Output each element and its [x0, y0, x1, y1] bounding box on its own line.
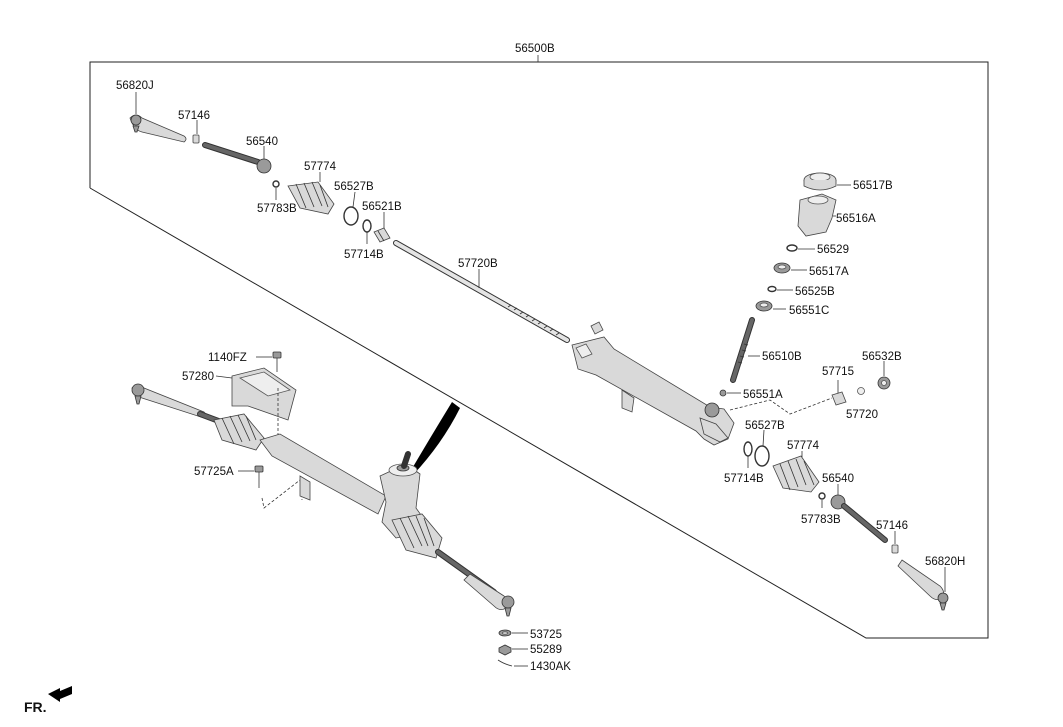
label-57146-bot: 57146 [876, 520, 908, 532]
part-steering-gear-assembly[interactable] [131, 383, 515, 617]
label-57725A: 57725A [194, 466, 234, 478]
label-56527B-top: 56527B [334, 181, 374, 193]
part-57715[interactable]: 57715 [822, 366, 854, 406]
label-56532B: 56532B [862, 351, 902, 363]
part-57146-bot[interactable]: 57146 [876, 520, 908, 554]
part-56540-top[interactable]: 56540 [202, 136, 278, 174]
label-57146-top: 57146 [178, 110, 210, 122]
label-56521B: 56521B [362, 201, 402, 213]
part-55289[interactable]: 55289 [498, 644, 562, 656]
yoke-leader [729, 397, 833, 415]
label-56517B: 56517B [853, 180, 893, 192]
label-57720B: 57720B [458, 258, 498, 270]
direction-label: FR. [24, 699, 47, 715]
label-56525B: 56525B [795, 286, 835, 298]
part-57720[interactable]: 57720 [846, 387, 878, 422]
part-56532B[interactable]: 56532B [862, 351, 902, 390]
label-1140FZ: 1140FZ [208, 352, 247, 364]
label-57720: 57720 [846, 409, 878, 421]
part-1430AK[interactable]: 1430AK [497, 659, 571, 673]
assembly-label: 56500B [515, 43, 555, 55]
label-57715: 57715 [822, 366, 854, 378]
part-57720B[interactable]: 57720B [393, 240, 570, 343]
label-56510B: 56510B [762, 351, 802, 363]
part-57714B-top[interactable]: 57714B [344, 219, 384, 261]
label-56551C: 56551C [789, 305, 829, 317]
detail-callout-wedge [410, 402, 460, 475]
part-56525B[interactable]: 56525B [767, 285, 835, 298]
part-56527B-top[interactable]: 56527B [334, 181, 374, 226]
label-56540-bot: 56540 [822, 473, 854, 485]
part-56820J[interactable]: 56820J [116, 80, 187, 143]
part-57783B-bot[interactable]: 57783B [801, 492, 841, 526]
part-56540-bot[interactable]: 56540 [822, 473, 888, 543]
label-57774-bot: 57774 [787, 440, 820, 452]
label-53725: 53725 [530, 629, 562, 641]
label-57783B-top: 57783B [257, 203, 297, 215]
part-57280[interactable]: 57280 [182, 367, 297, 450]
part-56521B[interactable]: 56521B [362, 201, 402, 243]
part-56551C[interactable]: 56551C [755, 300, 829, 317]
label-56517A: 56517A [809, 266, 849, 278]
part-57146-top[interactable]: 57146 [178, 110, 210, 144]
part-57774-bot[interactable]: 57774 [772, 440, 820, 493]
label-57280: 57280 [182, 371, 214, 383]
part-57714B-bot[interactable]: 57714B [724, 441, 764, 485]
label-56540-top: 56540 [246, 136, 278, 148]
part-56510B[interactable]: 56510B [730, 317, 802, 383]
label-56820H: 56820H [925, 556, 965, 568]
front-direction-marker: FR. [24, 686, 72, 715]
part-57725A[interactable]: 57725A [194, 465, 303, 509]
part-53725[interactable]: 53725 [498, 629, 562, 641]
label-57714B-top: 57714B [344, 249, 384, 261]
part-56517B[interactable]: 56517B [803, 172, 893, 192]
label-1430AK: 1430AK [530, 661, 571, 673]
part-56527B-bot[interactable]: 56527B [745, 420, 785, 467]
part-1140FZ[interactable]: 1140FZ [208, 351, 282, 372]
label-56529: 56529 [817, 244, 849, 256]
label-56516A: 56516A [836, 213, 876, 225]
part-57774-top[interactable]: 57774 [287, 161, 337, 215]
part-56820H[interactable]: 56820H [897, 556, 965, 611]
part-57783B-top[interactable]: 57783B [257, 180, 297, 215]
front-direction-arrow-icon [48, 686, 72, 702]
label-56551A: 56551A [743, 389, 783, 401]
label-57714B-bot: 57714B [724, 473, 764, 485]
part-56516A[interactable]: 56516A [797, 193, 876, 237]
part-gear-housing-exploded[interactable] [571, 336, 735, 446]
label-55289: 55289 [530, 644, 562, 656]
assembly-frame: 56500B [89, 43, 989, 639]
part-56517A[interactable]: 56517A [773, 262, 849, 278]
label-56820J: 56820J [116, 80, 154, 92]
label-56527B-bot: 56527B [745, 420, 785, 432]
part-56551A[interactable]: 56551A [719, 389, 783, 401]
part-56529[interactable]: 56529 [786, 244, 849, 256]
label-57783B-bot: 57783B [801, 514, 841, 526]
part-housing-cap[interactable] [590, 321, 604, 335]
label-57774-top: 57774 [304, 161, 337, 173]
